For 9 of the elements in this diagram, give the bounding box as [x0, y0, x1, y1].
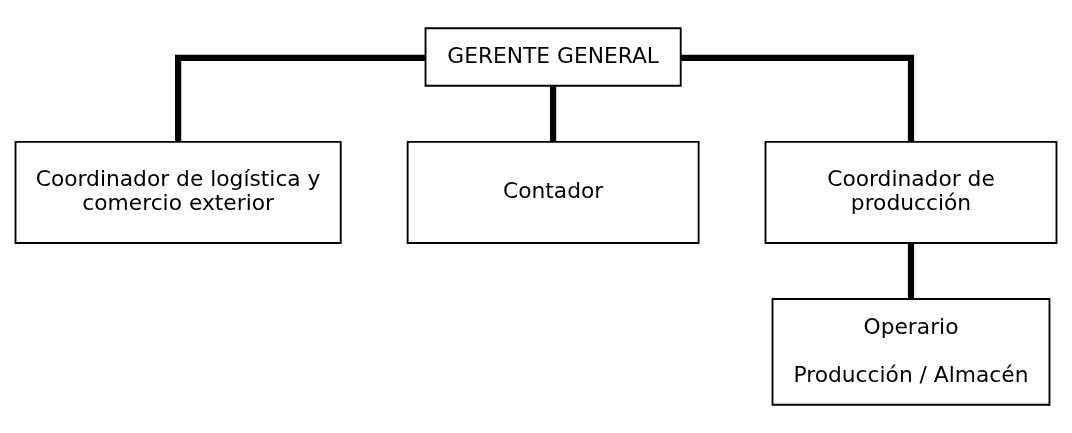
node-box: GERENTE GENERAL	[424, 27, 682, 87]
node-box: Operario Producción / Almacén	[771, 298, 1051, 406]
node-box: Coordinador de producción	[764, 140, 1058, 244]
connector	[175, 54, 426, 142]
connector	[680, 54, 915, 142]
node-box: Coordinador de logística y comercio exterior	[14, 140, 342, 244]
connector	[907, 243, 915, 299]
connector	[550, 86, 557, 142]
node-box: Contador	[406, 140, 700, 244]
